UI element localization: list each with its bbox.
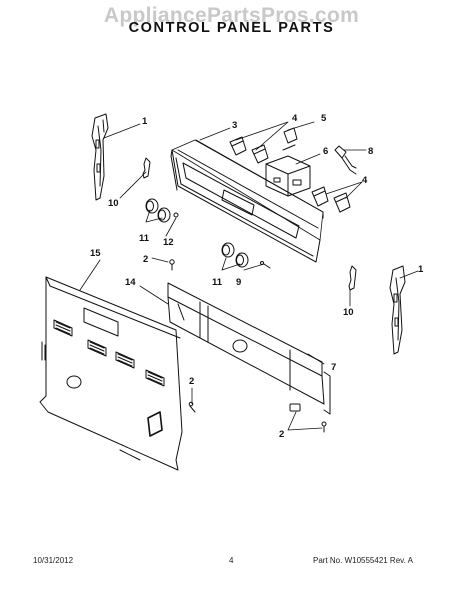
callout-4: 4 [292,113,298,124]
callout-12: 12 [163,237,174,248]
callout-2: 2 [279,429,284,440]
footer-part-number: Part No. W10555421 Rev. A [313,556,413,565]
knob [145,198,249,268]
rear-panel [39,276,183,471]
callout-3: 3 [232,120,237,131]
callout-2: 2 [189,376,194,387]
callout-7: 7 [331,362,336,373]
leader-lines [79,121,419,431]
end-cap-left [91,113,109,201]
page-title: CONTROL PANEL PARTS [128,20,335,36]
control-panel-console [170,139,324,263]
callout-11: 11 [139,233,150,244]
manifold-panel [167,282,331,415]
wire-harness [334,145,357,175]
callout-4: 4 [362,175,368,186]
callout-6: 6 [323,146,328,157]
callout-9: 9 [236,277,241,288]
callout-1: 1 [418,264,424,275]
control-module [229,127,298,164]
callout-1: 1 [142,116,148,127]
callout-10: 10 [108,198,119,209]
callout-8: 8 [368,146,373,157]
electronic-control-board [265,155,311,197]
footer-page-number: 4 [229,556,234,565]
footer-date: 10/31/2012 [33,556,74,565]
end-cap-right [389,265,406,355]
clip-right [348,265,357,291]
watermark-text: AppliancePartsPros.com [103,4,360,27]
callout-14: 14 [125,277,136,288]
infinite-switch [311,186,351,213]
callout-15: 15 [90,248,101,259]
callout-10: 10 [343,307,354,318]
callout-5: 5 [321,113,327,124]
callout-11: 11 [212,277,223,288]
callout-2: 2 [143,254,148,265]
screw [169,212,327,433]
clip-left [142,157,151,179]
